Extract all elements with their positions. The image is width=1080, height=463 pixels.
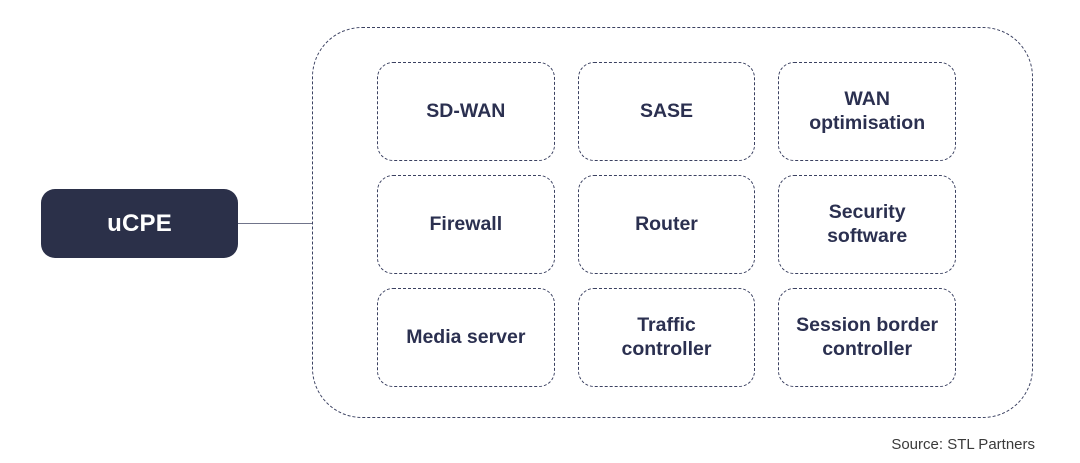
- vnf-box-label: SD-WAN: [426, 99, 506, 122]
- vnf-box-sd-wan: SD-WAN: [377, 62, 555, 161]
- vnf-box-label: Firewall: [429, 212, 503, 235]
- vnf-box-security-software: Security software: [778, 175, 956, 274]
- vnf-box-label: SASE: [639, 99, 694, 122]
- vnf-box-traffic-controller: Traffic controller: [577, 288, 756, 387]
- vnf-group-container: SD-WAN SASE WAN optimisation Firewall Ro…: [312, 27, 1033, 418]
- vnf-box-label: Session border controller: [796, 313, 939, 360]
- vnf-box-sase: SASE: [577, 62, 756, 161]
- vnf-box-label: Security software: [827, 200, 908, 247]
- vnf-box-label: Router: [635, 212, 698, 235]
- vnf-box-session-border-controller: Session border controller: [778, 288, 956, 387]
- ucpe-node-label: uCPE: [107, 209, 172, 237]
- vnf-box-wan-optimisation: WAN optimisation: [778, 62, 956, 161]
- source-attribution: Source: STL Partners: [891, 436, 1035, 453]
- vnf-box-router: Router: [577, 175, 756, 274]
- connector-line: [238, 223, 312, 224]
- vnf-box-firewall: Firewall: [377, 175, 555, 274]
- ucpe-node: uCPE: [41, 189, 238, 258]
- vnf-box-media-server: Media server: [377, 288, 555, 387]
- vnf-box-label: Media server: [406, 325, 526, 348]
- vnf-box-label: WAN optimisation: [809, 87, 926, 134]
- vnf-box-label: Traffic controller: [621, 313, 712, 360]
